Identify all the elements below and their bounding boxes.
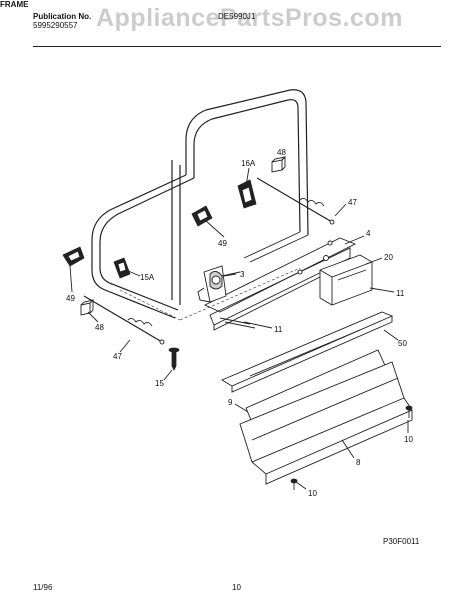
callout-48-upper: 48 xyxy=(277,148,286,157)
callout-50: 50 xyxy=(398,339,407,348)
model-number: DE5990J1 xyxy=(218,12,256,21)
screw-part-15 xyxy=(168,347,180,371)
tub-frame-outline xyxy=(91,89,309,321)
callout-20: 20 xyxy=(384,253,393,262)
callout-8: 8 xyxy=(356,458,361,467)
callout-11-right: 11 xyxy=(396,289,405,298)
hinge-bracket-left xyxy=(62,246,85,267)
callout-47-upper: 47 xyxy=(348,198,357,207)
publication-label: Publication No. xyxy=(33,12,92,21)
mounting-rail xyxy=(203,237,357,331)
block-part-48-lower xyxy=(80,299,95,316)
header-rule xyxy=(33,46,441,47)
callout-48-lower: 48 xyxy=(95,323,104,332)
footer-date: 11/96 xyxy=(33,583,53,592)
kickplate-part-8 xyxy=(239,361,413,485)
figure-code: P30F0011 xyxy=(383,537,420,546)
callout-10-bottom: 10 xyxy=(308,489,317,498)
callout-9: 9 xyxy=(228,398,233,407)
callout-47-lower: 47 xyxy=(113,352,122,361)
screw-part-10-right xyxy=(405,405,413,418)
footer-page-number: 10 xyxy=(232,583,241,592)
latch-assembly-part-3 xyxy=(197,265,241,303)
screw-part-10-bottom xyxy=(290,478,298,490)
hinge-bracket-15a xyxy=(113,257,131,279)
callout-10-right: 10 xyxy=(404,435,413,444)
callout-15: 15 xyxy=(155,379,164,388)
callout-4: 4 xyxy=(366,229,371,238)
section-title: FRAME xyxy=(0,0,29,9)
watermark: AppliancePartsPros.com xyxy=(96,4,403,32)
hinge-bracket-49-upper xyxy=(191,205,213,227)
strip-part-50 xyxy=(221,311,394,393)
publication-number: 5995290557 xyxy=(33,21,78,30)
callout-49-upper: 49 xyxy=(218,239,227,248)
callout-16a-upper: 16A xyxy=(241,159,256,168)
callout-11-center: 11 xyxy=(274,325,283,334)
box-part-20 xyxy=(319,254,373,306)
rod-part-47-upper xyxy=(256,177,335,225)
rod-part-47-lower xyxy=(83,295,165,345)
hinge-bracket-16a xyxy=(237,179,257,209)
callout-15a-lower: 15A xyxy=(140,273,155,282)
callout-3: 3 xyxy=(240,270,245,279)
leader-lines xyxy=(69,156,409,490)
callout-49-lower: 49 xyxy=(66,294,75,303)
